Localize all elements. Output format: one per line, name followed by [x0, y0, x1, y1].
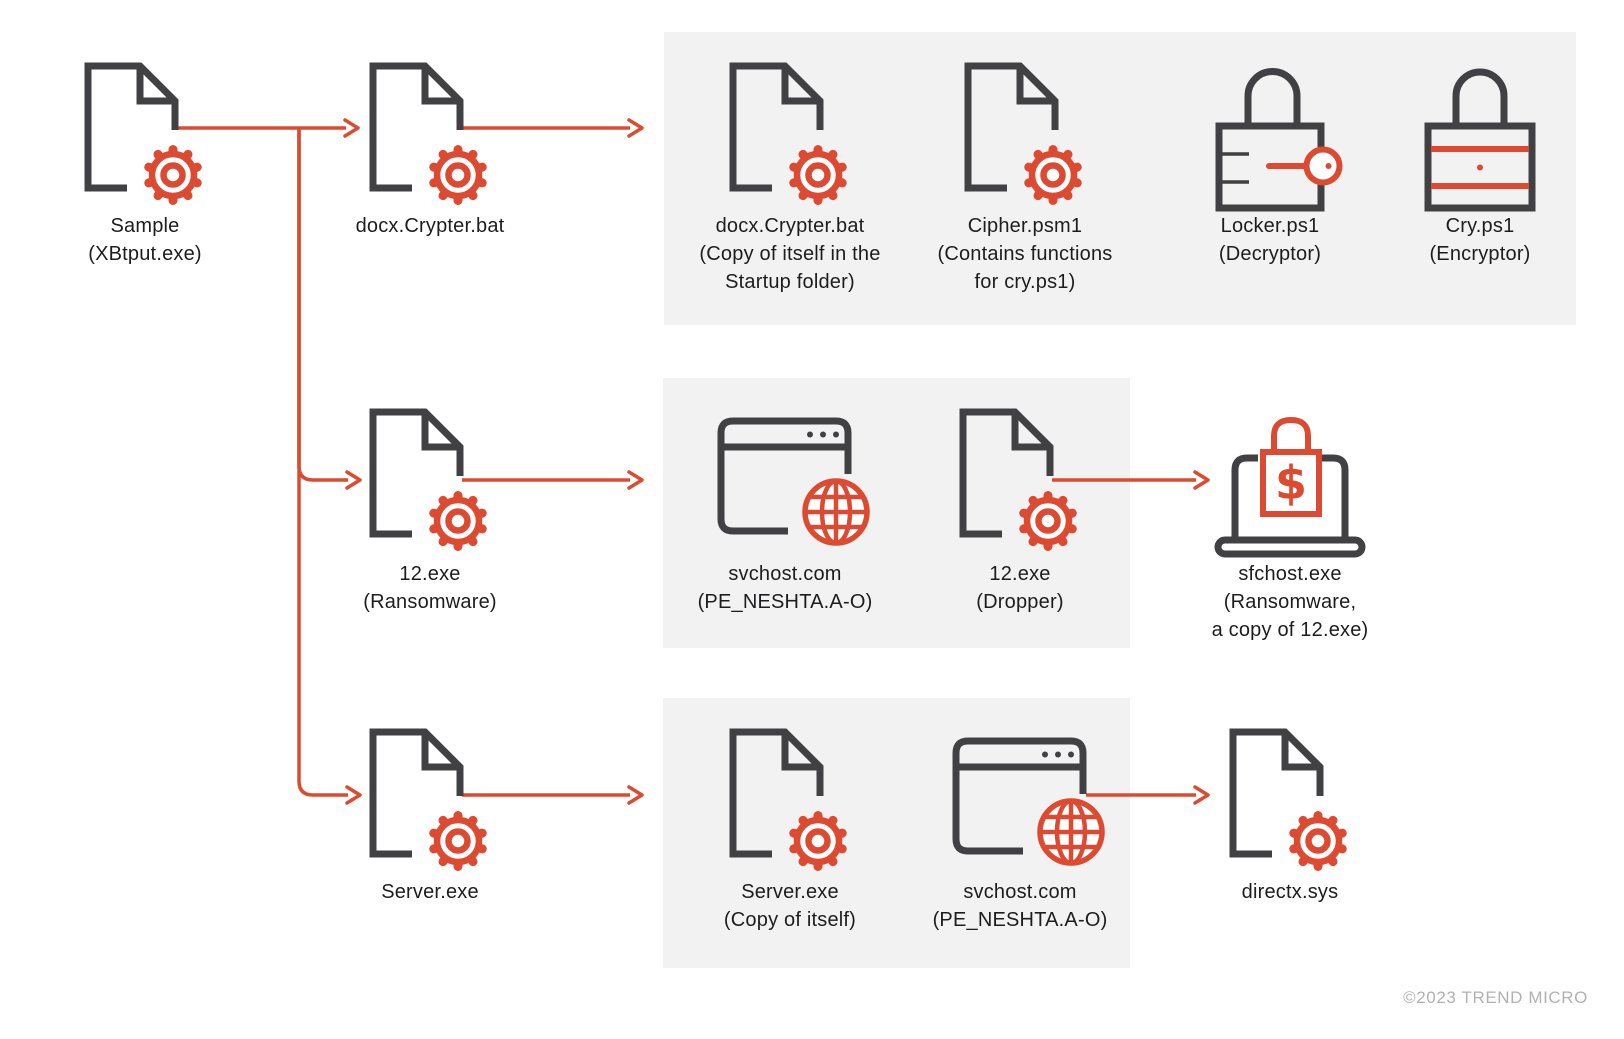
node-subtitle: a copy of 12.exe) — [1211, 619, 1369, 641]
padlock-stripes-icon — [1420, 62, 1540, 212]
node-subtitle: (XBtput.exe) — [88, 243, 202, 265]
node-subtitle: (Ransomware) — [363, 591, 497, 613]
executable-file-icon — [368, 728, 492, 873]
node-label-sample: Sample (XBtput.exe) — [0, 212, 295, 268]
node-label-directx: directx.sys — [1140, 878, 1440, 906]
node-title: svchost.com — [963, 881, 1077, 903]
node-subtitle: (Decryptor) — [1218, 243, 1322, 265]
node-subtitle: (PE_NESHTA.A-O) — [697, 591, 873, 613]
executable-file-icon — [963, 62, 1087, 207]
node-label-sfchost: sfchost.exe (Ransomware, a copy of 12.ex… — [1140, 560, 1440, 644]
node-label-server: Server.exe — [280, 878, 580, 906]
node-title: sfchost.exe — [1238, 563, 1342, 585]
padlock-key-icon — [1211, 62, 1343, 212]
node-label-cipher: Cipher.psm1 (Contains functions for cry.… — [875, 212, 1175, 296]
laptop-ransom-lock-icon — [1210, 410, 1370, 558]
node-title: docx.Crypter.bat — [355, 215, 505, 237]
node-title: 12.exe — [399, 563, 461, 585]
node-label-12exe: 12.exe (Ransomware) — [280, 560, 580, 616]
copyright-text: ©2023 TREND MICRO — [1403, 988, 1588, 1007]
node-subtitle: (Copy of itself in the — [699, 243, 881, 265]
node-subtitle: (Encryptor) — [1429, 243, 1531, 265]
node-subtitle: for cry.ps1) — [974, 271, 1076, 293]
node-subtitle: (Ransomware, — [1223, 591, 1357, 613]
node-title: Cipher.psm1 — [967, 215, 1083, 237]
node-label-svchost-r3: svchost.com (PE_NESHTA.A-O) — [870, 878, 1170, 934]
node-label-docx-copy: docx.Crypter.bat (Copy of itself in the … — [640, 212, 940, 296]
node-label-cry: Cry.ps1 (Encryptor) — [1330, 212, 1624, 268]
node-title: Locker.ps1 — [1220, 215, 1320, 237]
node-label-docx-crypter: docx.Crypter.bat — [280, 212, 580, 240]
node-title: directx.sys — [1241, 881, 1339, 903]
node-label-server-copy: Server.exe (Copy of itself) — [640, 878, 940, 934]
node-title: Sample — [110, 215, 180, 237]
node-title: Cry.ps1 — [1445, 215, 1515, 237]
arrow-branch-to-server — [297, 128, 362, 805]
executable-file-icon — [368, 62, 492, 207]
executable-file-icon — [1228, 728, 1352, 873]
browser-globe-icon — [716, 416, 868, 552]
executable-file-icon — [958, 408, 1082, 553]
arrow-branch-to-12exe — [297, 128, 362, 490]
node-title: Server.exe — [741, 881, 839, 903]
node-subtitle: (PE_NESHTA.A-O) — [932, 909, 1108, 931]
node-title: Server.exe — [381, 881, 479, 903]
node-subtitle: (Copy of itself) — [723, 909, 857, 931]
node-subtitle: (Contains functions — [937, 243, 1113, 265]
executable-file-icon — [728, 62, 852, 207]
node-label-svchost-r2: svchost.com (PE_NESHTA.A-O) — [635, 560, 935, 616]
node-label-locker: Locker.ps1 (Decryptor) — [1120, 212, 1420, 268]
node-title: 12.exe — [989, 563, 1051, 585]
node-title: svchost.com — [728, 563, 842, 585]
executable-file-icon — [728, 728, 852, 873]
node-title: docx.Crypter.bat — [715, 215, 865, 237]
executable-file-icon — [368, 408, 492, 553]
node-subtitle: (Dropper) — [976, 591, 1064, 613]
executable-file-icon — [83, 62, 207, 207]
node-subtitle: Startup folder) — [725, 271, 855, 293]
browser-globe-icon — [951, 736, 1103, 872]
node-label-dropper: 12.exe (Dropper) — [870, 560, 1170, 616]
